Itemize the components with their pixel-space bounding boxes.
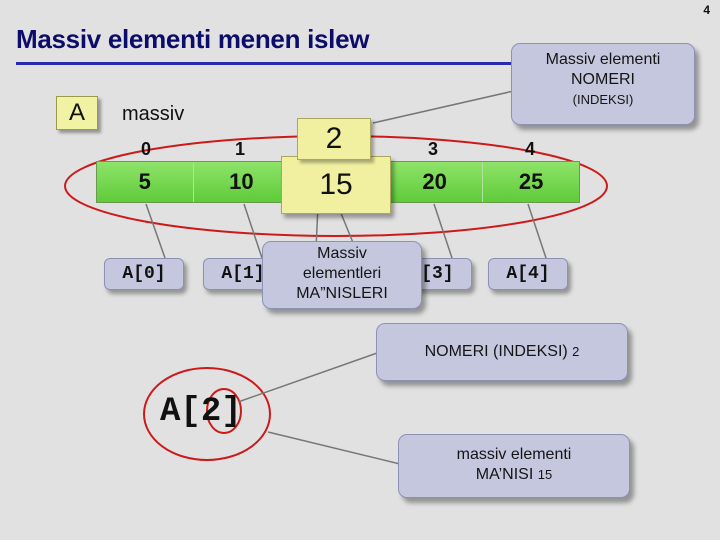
callout-values-line2: elementleri (302, 265, 382, 282)
array-cell-4: 25 (518, 169, 544, 194)
callout-index-line2: NOMERI (571, 71, 635, 88)
callout-mani-line2: MA’NISI (475, 466, 534, 483)
array-cell-3: 20 (387, 162, 484, 202)
callout-values-line1: Massiv (317, 245, 367, 262)
callout-index-line3: (INDEKSI) (572, 92, 634, 107)
callout-mani-num: 15 (537, 467, 553, 482)
slide-number: 4 (703, 3, 710, 17)
index-label-4: 4 (524, 139, 535, 159)
callout-values-line3: MA”NISLERI (296, 285, 388, 302)
array-cell-0: 5 (97, 162, 194, 202)
ref-box-4: A[4] (488, 258, 568, 290)
highlighted-value-cell: 15 (281, 156, 391, 214)
index-label-3: 3 (427, 139, 438, 159)
callout-nomeri-text: NOMERI (INDEKSI) (424, 343, 568, 360)
slide-title: Massiv elementi menen islew (16, 24, 370, 54)
callout-mani: massiv elementi MA’NISI 15 (398, 434, 630, 498)
example-ref-prefix: A[ (160, 393, 201, 431)
array-label: massiv (122, 103, 185, 125)
example-ref-suffix: ] (221, 393, 242, 431)
array-cell-1: 10 (194, 162, 291, 202)
callout-nomeri-num: 2 (572, 344, 580, 359)
index-label-0: 0 (140, 139, 151, 159)
ref-box-0: A[0] (104, 258, 184, 290)
title-underline (16, 62, 516, 65)
callout-values: Massiv elementleri MA”NISLERI (262, 241, 422, 309)
callout-index: Massiv elementi NOMERI (INDEKSI) (511, 43, 695, 125)
callout-mani-line1: massiv elementi (456, 446, 572, 463)
array-name-box: A (56, 96, 98, 130)
callout-index-line1: Massiv elementi (545, 51, 661, 68)
highlighted-index-box: 2 (297, 118, 371, 160)
index-label-1: 1 (234, 139, 245, 159)
example-reference: A[2] (160, 393, 242, 431)
example-ref-index: 2 (200, 393, 222, 431)
callout-nomeri: NOMERI (INDEKSI) 2 (376, 323, 628, 381)
